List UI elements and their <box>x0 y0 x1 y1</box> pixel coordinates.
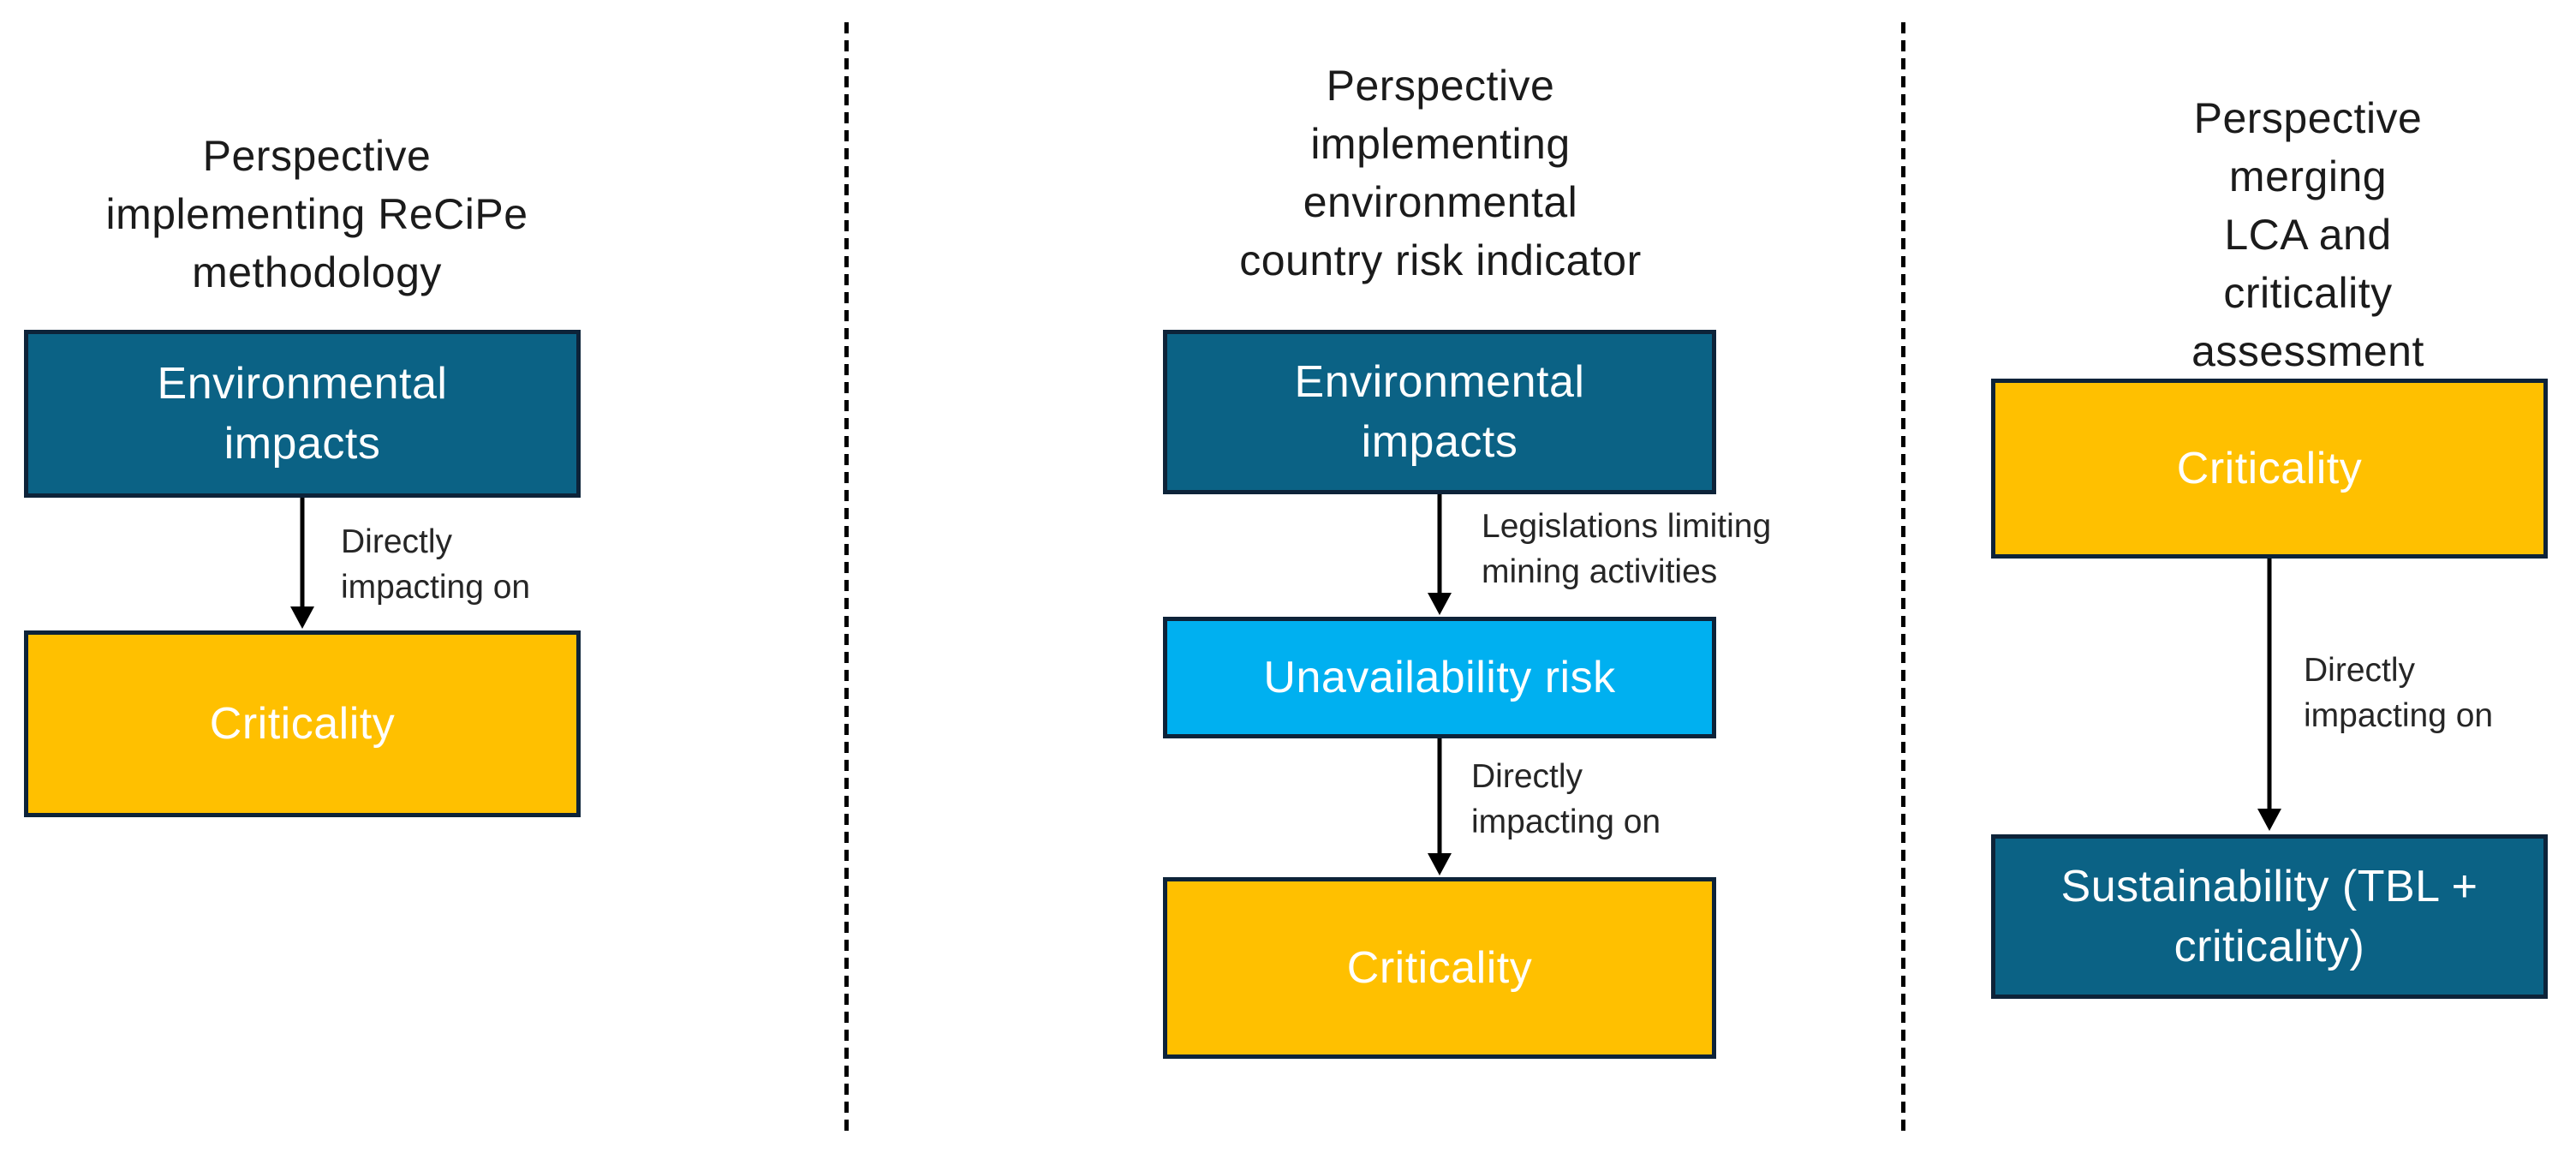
arrow-head-env-to-criticality-1 <box>290 606 314 629</box>
node-unavailability-risk: Unavailability risk <box>1163 617 1716 738</box>
node-environmental-impacts-1: Environmental impacts <box>24 330 581 498</box>
panel-divider-1 <box>844 22 849 1132</box>
arrow-label-directly-impacting-1: Directly impacting on <box>341 523 531 606</box>
node-environmental-impacts-2: Environmental impacts <box>1163 330 1716 494</box>
arrow-label-directly-impacting-2: Directly impacting on <box>1471 758 1661 840</box>
arrow-line-env-to-unavailability <box>1437 494 1442 594</box>
arrow-head-criticality-to-sustainability <box>2257 809 2281 831</box>
arrow-label-directly-impacting-3: Directly impacting on <box>2304 652 2494 734</box>
arrow-head-env-to-unavailability <box>1428 593 1452 615</box>
arrow-line-env-to-criticality-1 <box>300 498 305 608</box>
panel-divider-2 <box>1901 22 1905 1132</box>
panel-2-title: Perspective implementing environmental c… <box>1239 62 1642 284</box>
arrow-label-legislations-limiting: Legislations limiting mining activities <box>1482 508 1772 590</box>
node-sustainability-tbl-criticality: Sustainability (TBL + criticality) <box>1991 834 2548 999</box>
node-criticality-3: Criticality <box>1991 379 2548 559</box>
panel-1-title: Perspective implementing ReCiPe methodol… <box>105 132 528 296</box>
node-criticality-1: Criticality <box>24 630 581 817</box>
arrow-head-unavailability-to-criticality <box>1428 853 1452 875</box>
arrow-line-unavailability-to-criticality <box>1437 738 1442 855</box>
panel-3-title: Perspective merging LCA and criticality … <box>2191 94 2424 375</box>
arrow-line-criticality-to-sustainability <box>2267 559 2272 810</box>
node-criticality-2: Criticality <box>1163 877 1716 1059</box>
